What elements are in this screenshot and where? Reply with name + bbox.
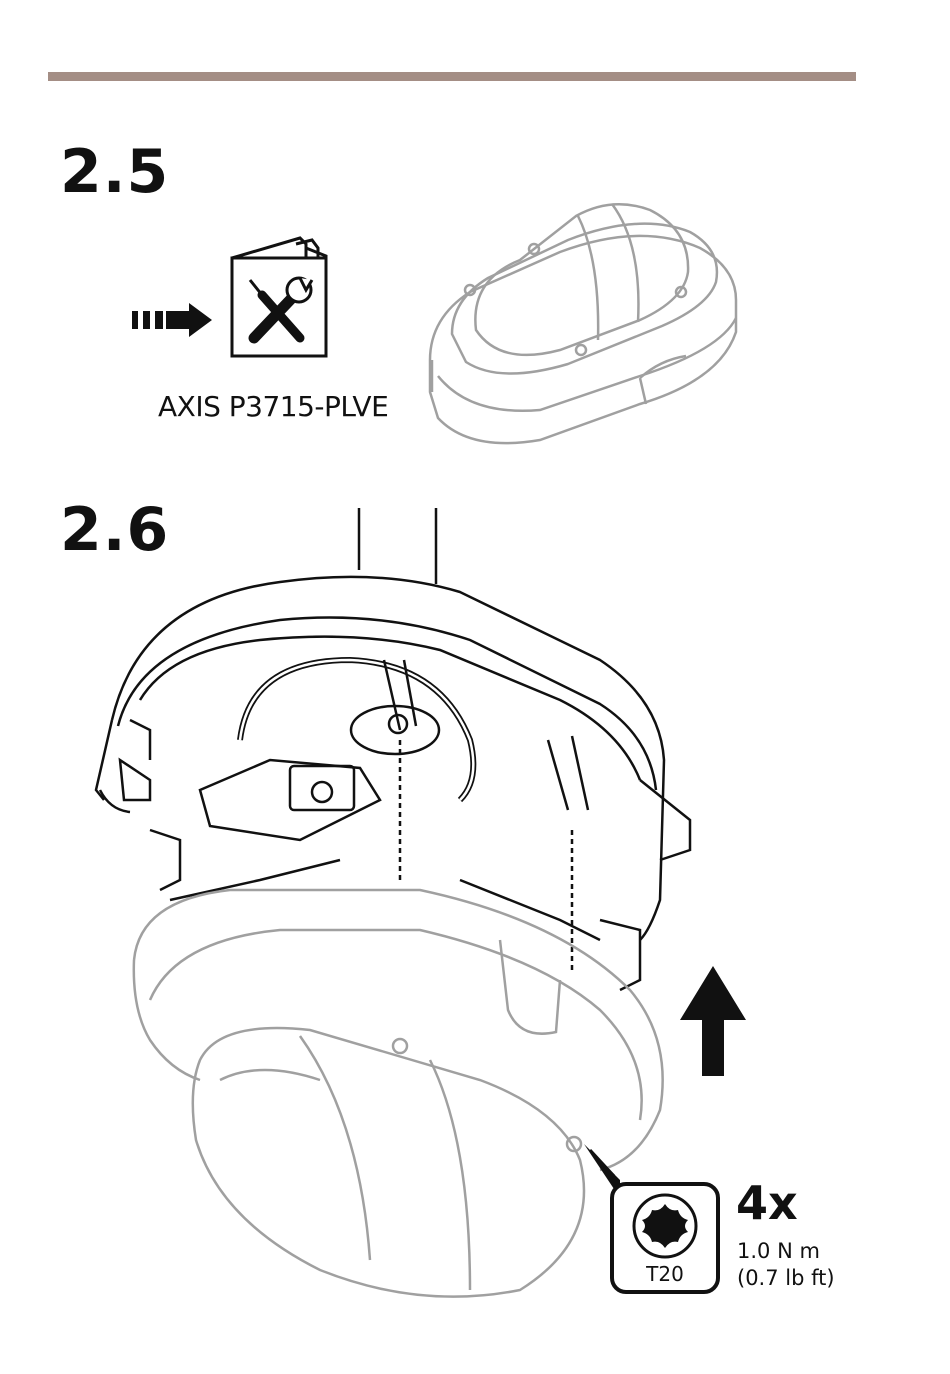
model-label: AXIS P3715-PLVE (158, 393, 388, 421)
torque-imperial: (0.7 lb ft) (737, 1265, 835, 1292)
lift-guide-lines (359, 508, 436, 584)
camera-assembled-illustration (430, 204, 736, 443)
torque-metric: 1.0 N m (737, 1238, 835, 1265)
manual-tools-icon (232, 238, 326, 356)
camera-dome-illustration (134, 890, 663, 1297)
camera-cover-illustration (96, 577, 690, 990)
dashed-arrow-icon (132, 303, 212, 337)
torque-spec: 1.0 N m (0.7 lb ft) (737, 1238, 835, 1293)
bit-size-label: T20 (612, 1264, 718, 1284)
fastener-count: 4x (736, 1180, 798, 1226)
arrow-up-icon (680, 966, 746, 1076)
